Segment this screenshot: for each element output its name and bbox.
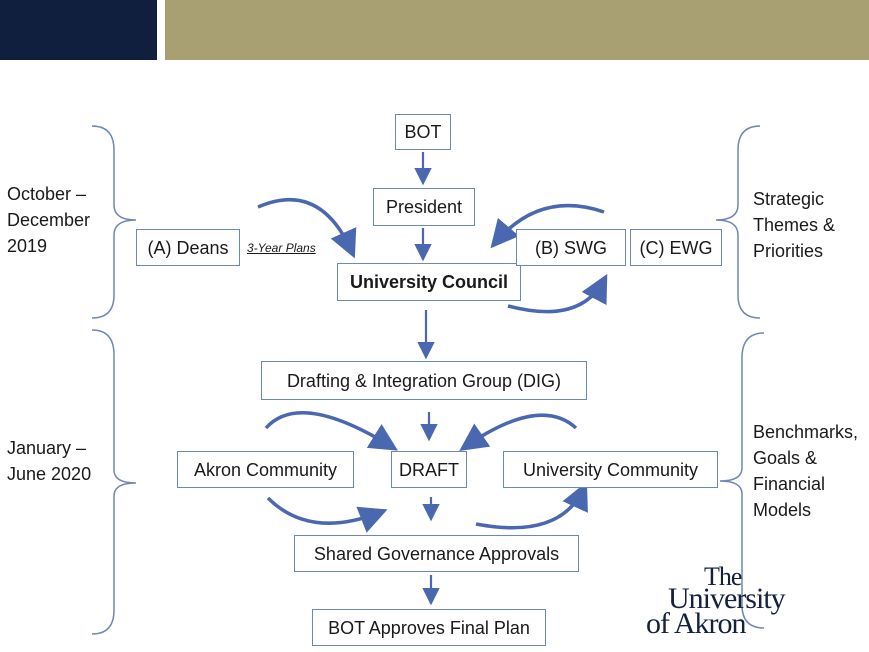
logo-line2: University: [668, 582, 786, 616]
header-gold-bar: [165, 0, 869, 60]
curve-deans-council: [257, 197, 357, 259]
phase1-date-line3: 2019: [7, 236, 48, 256]
phase1-date-line2: December: [7, 210, 91, 230]
box-swg: (B) SWG: [516, 229, 626, 266]
phase2-date-line1: January –: [7, 438, 87, 458]
box-deans: (A) Deans: [136, 229, 240, 266]
phase1-output-line3: Priorities: [753, 241, 824, 261]
phase2-output-line1: Benchmarks,: [753, 422, 859, 442]
box-shared-governance: Shared Governance Approvals: [294, 535, 579, 572]
phase2-output-line4: Models: [753, 500, 812, 520]
box-bot: BOT: [395, 114, 451, 150]
box-akron-community: Akron Community: [177, 451, 354, 488]
phase1-output-label: Strategic Themes & Priorities: [753, 186, 835, 264]
box-bot-final: BOT Approves Final Plan: [312, 609, 546, 646]
left-brace-phase2: [91, 329, 137, 635]
left-brace-phase1: [91, 125, 137, 319]
phase2-output-line2: Goals &: [753, 448, 818, 468]
phase2-output-line3: Financial: [753, 474, 826, 494]
phase1-date-label: October – December 2019: [7, 181, 90, 259]
box-dig: Drafting & Integration Group (DIG): [261, 361, 587, 400]
three-year-plans-note: 3-Year Plans: [247, 241, 316, 255]
phase2-date-label: January – June 2020: [7, 435, 91, 487]
university-logo: The University of Akron: [646, 562, 786, 640]
header-navy-bar: [0, 0, 157, 60]
logo-line3: of Akron: [646, 606, 746, 640]
phase1-output-line1: Strategic: [753, 189, 825, 209]
curve-swg-council: [490, 203, 605, 249]
phase2-output-label: Benchmarks, Goals & Financial Models: [753, 419, 858, 523]
curve-univ-draft: [459, 413, 578, 451]
logo-line1: The: [704, 562, 742, 591]
curve-council-swg: [507, 273, 608, 314]
curve-akron-shared: [266, 496, 388, 533]
box-ewg: (C) EWG: [630, 229, 722, 266]
box-president: President: [373, 188, 475, 226]
box-draft: DRAFT: [391, 451, 467, 488]
box-university-community: University Community: [503, 451, 718, 488]
box-university-council: University Council: [337, 263, 521, 301]
curve-akron-draft: [264, 411, 398, 451]
phase1-output-line2: Themes &: [753, 215, 836, 235]
right-brace-phase1: [715, 125, 761, 319]
right-brace-phase2: [719, 332, 765, 629]
curve-shared-univ: [475, 481, 588, 530]
phase2-date-line2: June 2020: [7, 464, 92, 484]
phase1-date-line1: October –: [7, 184, 87, 204]
